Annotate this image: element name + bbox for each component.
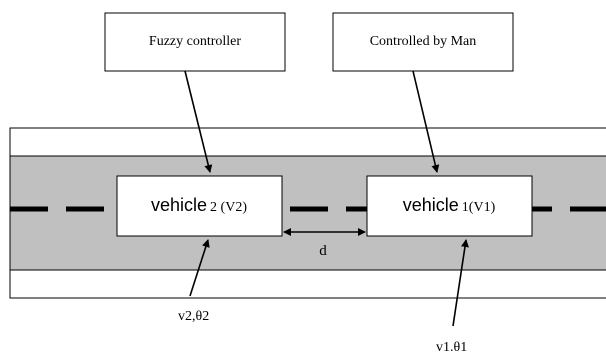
fuzzy-controller-label: Fuzzy controller [149, 34, 241, 49]
fuzzy-to-vehicle2-arrow [184, 70, 213, 173]
man-to-vehicle1-arrow [412, 70, 440, 173]
v1-input-label: v1.θ1 [436, 340, 467, 355]
v1-input-arrow [452, 239, 469, 327]
distance-label: d [319, 243, 327, 259]
man-controller-box: Controlled by Man [332, 12, 514, 72]
fuzzy-controller-box: Fuzzy controller [104, 12, 286, 72]
man-controller-label: Controlled by Man [370, 34, 477, 49]
v2-input-arrow [189, 239, 210, 297]
v2-input-label: v2,θ2 [178, 309, 209, 324]
